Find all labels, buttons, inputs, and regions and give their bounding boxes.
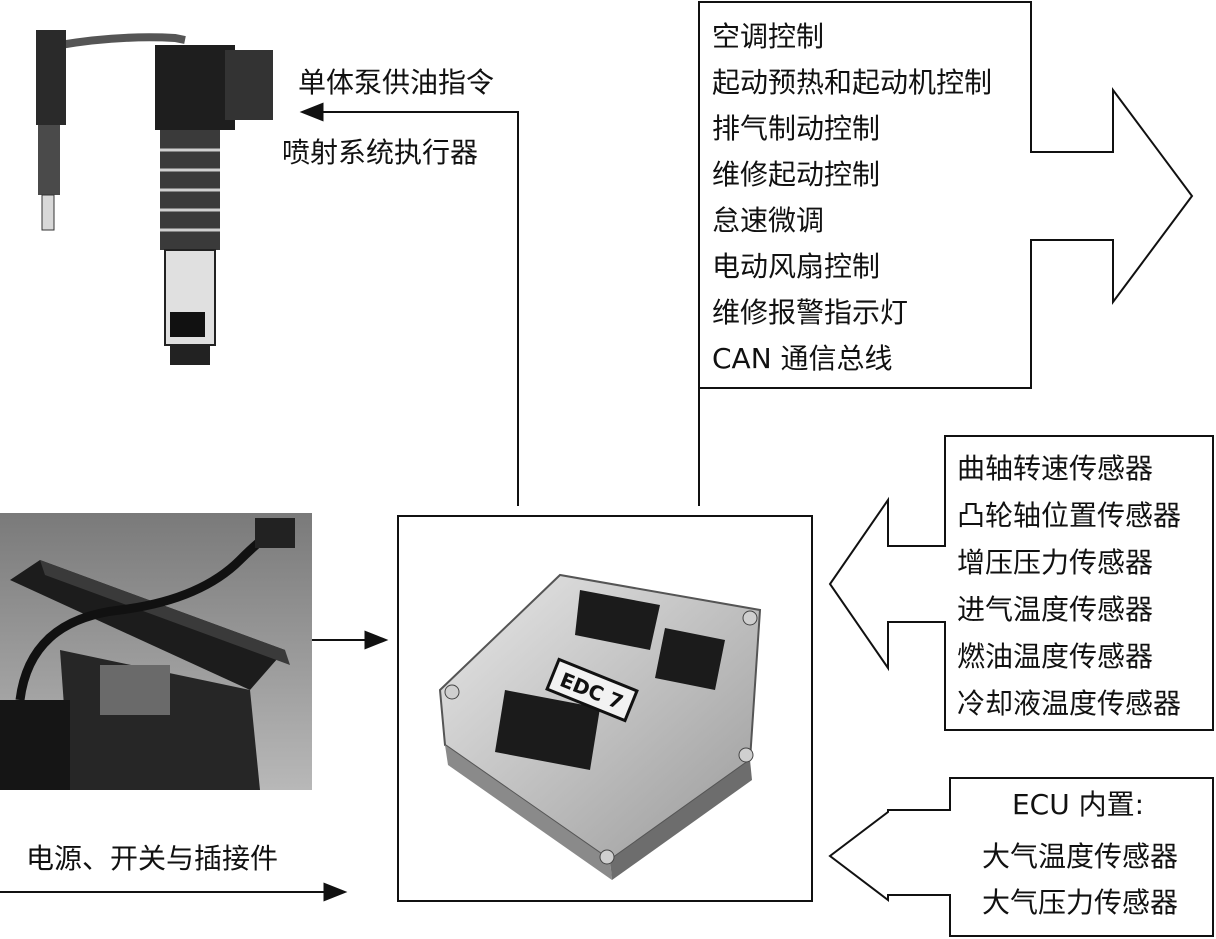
sensor-item-4: 进气温度传感器	[957, 593, 1153, 626]
internal-sensor-item-1: 大气温度传感器	[982, 840, 1178, 873]
output-item-8: CAN 通信总线	[712, 342, 893, 375]
injector-command-arrow	[299, 102, 519, 506]
output-item-4: 维修起动控制	[712, 158, 880, 191]
output-item-1: 空调控制	[712, 20, 824, 53]
accelerator-pedal-image	[0, 513, 312, 790]
internal-sensors-arrow-box	[828, 777, 1214, 937]
sensor-item-2: 凸轮轴位置传感器	[957, 499, 1181, 532]
outputs-arrow-box	[698, 1, 1194, 389]
injector-command-label: 单体泵供油指令	[298, 66, 494, 99]
internal-sensors-header: ECU 内置:	[1012, 788, 1144, 821]
internal-sensor-item-2: 大气压力传感器	[982, 886, 1178, 919]
output-item-5: 怠速微调	[712, 204, 824, 237]
sensor-item-5: 燃油温度传感器	[957, 640, 1153, 673]
power-switch-connector-label: 电源、开关与插接件	[26, 842, 278, 875]
sensor-item-6: 冷却液温度传感器	[957, 687, 1181, 720]
ecu-unit-image: EDC 7	[438, 573, 762, 880]
sensor-item-1: 曲轴转速传感器	[957, 452, 1153, 485]
output-item-3: 排气制动控制	[712, 112, 880, 145]
injection-actuator-label: 喷射系统执行器	[282, 136, 478, 169]
unit-pump-injector-image	[20, 0, 285, 375]
output-item-6: 电动风扇控制	[712, 250, 880, 283]
output-item-7: 维修报警指示灯	[712, 296, 908, 329]
sensors-arrow-box	[828, 435, 1214, 731]
output-item-2: 起动预热和起动机控制	[712, 66, 992, 99]
sensor-item-3: 增压压力传感器	[957, 546, 1153, 579]
sensors-list: 曲轴转速传感器凸轮轴位置传感器增压压力传感器进气温度传感器燃油温度传感器冷却液温…	[957, 452, 1181, 720]
outputs-list: 空调控制起动预热和起动机控制排气制动控制维修起动控制怠速微调电动风扇控制维修报警…	[712, 20, 992, 375]
